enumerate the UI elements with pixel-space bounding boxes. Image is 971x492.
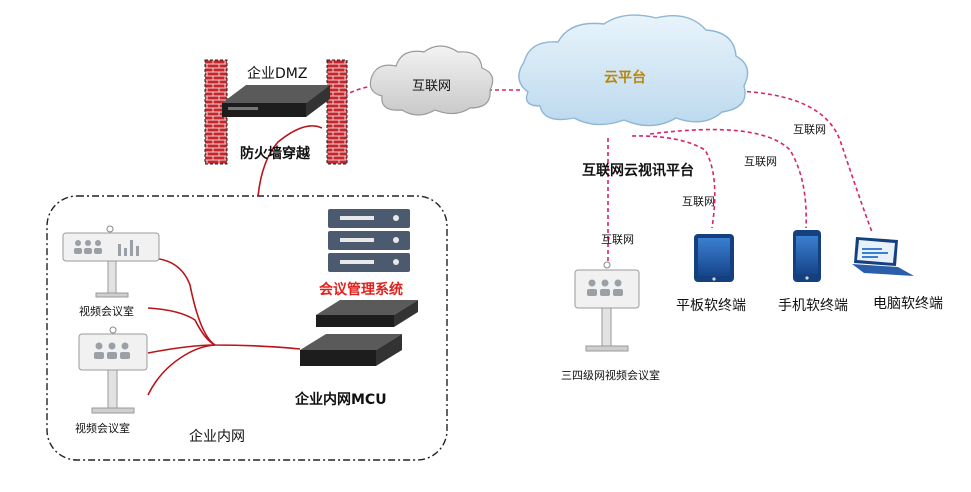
room-top-label: 视频会议室 xyxy=(79,305,134,318)
firewall xyxy=(204,59,348,165)
intranet-boundary xyxy=(46,195,448,461)
link-cloud-phone xyxy=(649,128,807,229)
link-room-top-mcu xyxy=(147,257,301,350)
mgmt-system-label: 会议管理系统 xyxy=(319,282,403,298)
link-cloud-pc xyxy=(711,90,873,233)
intranet-label: 企业内网 xyxy=(189,429,245,445)
link-room-mid-mcu xyxy=(147,307,216,346)
room-bottom-label: 视频会议室 xyxy=(75,422,130,435)
dmz-server xyxy=(222,85,330,117)
cloud-platform-label: 云平台 xyxy=(604,70,646,86)
link-label-pc: 互联网 xyxy=(793,123,826,136)
management-server-stack xyxy=(328,209,410,272)
link-room-bottom-mcu xyxy=(147,344,216,396)
pc-label: 电脑软终端 xyxy=(873,296,943,312)
internet-cloud-label: 互联网 xyxy=(412,79,452,94)
cloud-platform-caption: 互联网云视讯平台 xyxy=(582,163,694,179)
mcu-device xyxy=(300,334,402,366)
tablet-icon xyxy=(694,234,734,282)
room-terminal-top xyxy=(62,225,160,298)
phone-label: 手机软终端 xyxy=(778,298,848,314)
laptop-icon xyxy=(852,237,914,276)
link-cloud-tablet xyxy=(631,135,716,229)
room-terminal-bottom xyxy=(78,326,148,414)
internet-cloud-shape xyxy=(369,45,494,116)
dmz-title: 企业DMZ xyxy=(247,66,308,82)
tablet-label: 平板软终端 xyxy=(676,298,746,314)
remote-room-terminal xyxy=(574,261,640,352)
link-label-room: 互联网 xyxy=(601,233,634,246)
management-server-unit xyxy=(316,300,418,327)
remote-room-label: 三四级网视频会议室 xyxy=(561,369,660,382)
link-label-phone: 互联网 xyxy=(744,155,777,168)
cloud-platform-shape xyxy=(518,14,749,127)
mcu-label: 企业内网MCU xyxy=(295,392,387,408)
firewall-label: 防火墙穿越 xyxy=(240,146,310,162)
phone-icon xyxy=(793,230,821,282)
link-firewall-intranet xyxy=(257,125,323,197)
intranet-links xyxy=(147,125,323,396)
link-label-tablet: 互联网 xyxy=(682,195,715,208)
